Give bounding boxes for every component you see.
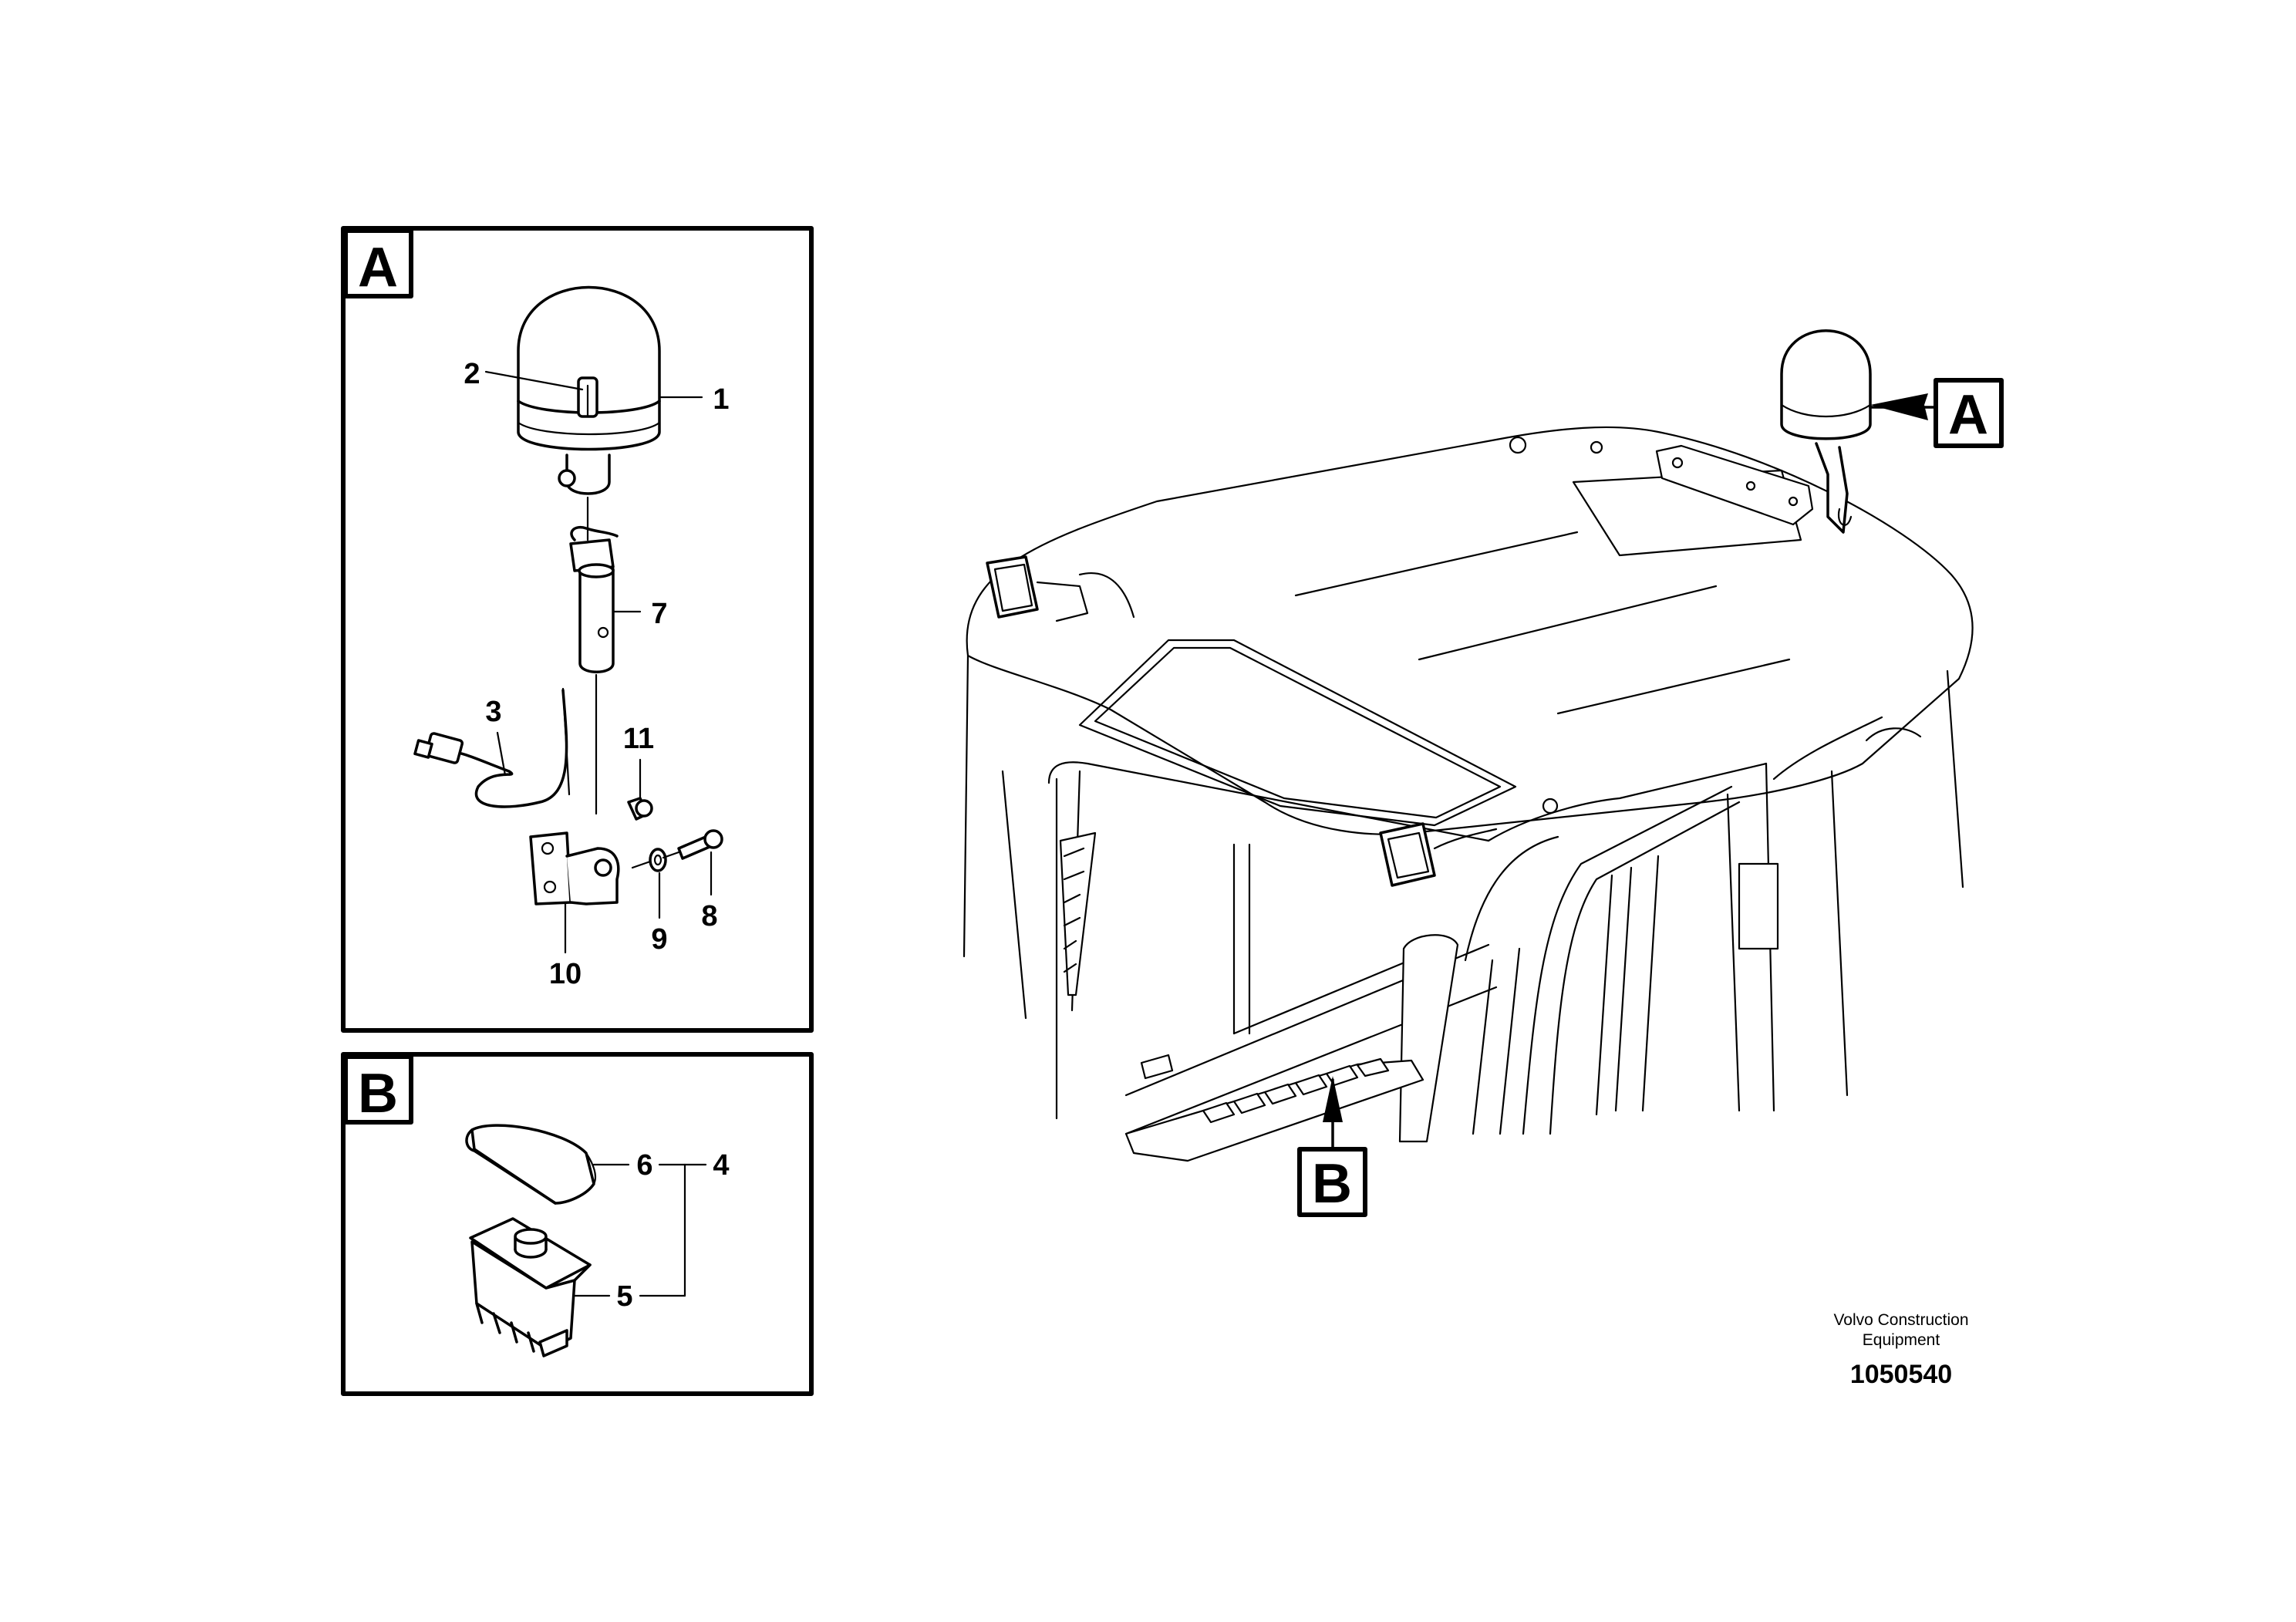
plug-connector-icon (569, 496, 619, 572)
wiper-blade (1059, 831, 1097, 996)
callout-5: 5 (616, 1280, 632, 1313)
callout-8: 8 (701, 900, 717, 932)
cab-overview: A B (963, 329, 2004, 1217)
callout-6: 6 (636, 1149, 652, 1182)
screw-11-icon (627, 797, 653, 821)
callout-10: 10 (549, 958, 582, 990)
grab-handle (1398, 934, 1459, 1143)
credit-line-2: Equipment (1863, 1331, 1940, 1349)
front-work-light-left-icon (986, 555, 1135, 622)
marker-b-label: B (1312, 1153, 1352, 1215)
door-hinge (1738, 862, 1779, 950)
panel-a-tab (343, 228, 413, 298)
rocker-switch-icon (469, 1217, 592, 1357)
washer-9-icon (631, 848, 667, 872)
cab-roof (966, 426, 1974, 835)
panel-a: A (341, 226, 814, 1033)
marker-a-box (1934, 378, 2004, 448)
panel-b-label: B (358, 1063, 398, 1125)
figure-number: 1050540 (1850, 1360, 1952, 1389)
panel-a-label: A (358, 237, 398, 298)
front-work-light-right-icon (1379, 822, 1498, 887)
switch-cap-icon (465, 1124, 597, 1205)
bolt-8-icon (662, 829, 723, 860)
callout-4: 4 (713, 1149, 729, 1182)
marker-a-label: A (1948, 384, 1988, 446)
beacon-lamp-icon (517, 285, 661, 495)
cab-beacon-icon (1655, 329, 1872, 534)
panel-b-tab (343, 1054, 413, 1125)
callout-1: 1 (713, 383, 729, 416)
panel-b: B 6 4 5 (341, 1052, 814, 1396)
mounting-bracket-icon (529, 831, 620, 905)
marker-b-arrow (1323, 1076, 1343, 1122)
callout-2: 2 (464, 358, 480, 390)
marker-b-box (1297, 1147, 1367, 1217)
figure-credit: Volvo Construction Equipment 1050540 (1833, 1311, 1968, 1389)
front-skylight (1078, 639, 1517, 827)
mounting-tube-icon (578, 563, 615, 815)
callout-7: 7 (651, 598, 667, 630)
callout-9: 9 (651, 923, 667, 956)
wire-harness-icon (413, 687, 571, 808)
credit-line-1: Volvo Construction (1833, 1311, 1968, 1329)
callout-3: 3 (485, 696, 501, 728)
callout-11: 11 (623, 723, 654, 755)
